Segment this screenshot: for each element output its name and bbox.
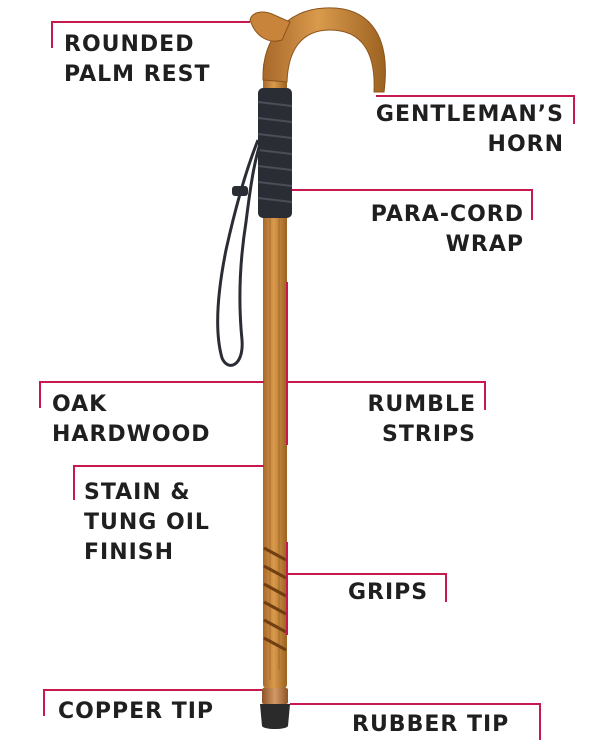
label-rounded-palm-rest: ROUNDED PALM REST (64, 30, 211, 90)
strap-toggle (232, 186, 248, 196)
leader-para-cord-wrap (292, 189, 533, 220)
leader-rumble-strips-h (287, 381, 486, 410)
cord-bands (257, 101, 293, 203)
leader-lines (39, 21, 575, 740)
label-oak-hardwood: OAK HARDWOOD (52, 390, 211, 450)
label-line: STRIPS (382, 422, 476, 447)
leader-rounded-palm-rest (51, 21, 250, 48)
label-para-cord-wrap: PARA-CORD WRAP (371, 200, 524, 260)
label-line: PALM REST (64, 62, 211, 87)
leader-grips-h (287, 573, 447, 602)
label-line: HORN (487, 132, 564, 157)
label-line: PARA-CORD (370, 202, 524, 227)
label-rumble-strips: RUMBLE STRIPS (367, 390, 476, 450)
label-line: FINISH (84, 540, 175, 565)
carved-grips (263, 546, 287, 652)
label-line: RUBBER TIP (352, 712, 510, 737)
palm-rest-knob (249, 11, 291, 42)
label-copper-tip: COPPER TIP (58, 697, 214, 727)
label-grips: GRIPS (348, 578, 428, 608)
copper-tip (262, 688, 288, 704)
label-stain-tung-oil: STAIN & TUNG OIL FINISH (84, 478, 210, 568)
leader-copper-tip (43, 689, 262, 716)
label-line: HARDWOOD (52, 422, 211, 447)
label-line: TUNG OIL (84, 510, 210, 535)
label-line: OAK (52, 392, 108, 417)
label-line: WRAP (445, 232, 524, 257)
label-rubber-tip: RUBBER TIP (352, 710, 509, 740)
horn-handle (262, 7, 386, 93)
leader-oak-hardwood (39, 381, 264, 408)
leader-stain-tung-oil (73, 465, 264, 500)
label-line: RUMBLE (367, 392, 476, 417)
label-line: GENTLEMAN’S (375, 102, 564, 127)
rubber-tip (260, 704, 290, 729)
label-line: GRIPS (348, 580, 429, 605)
leader-gentlemans-horn (376, 95, 575, 124)
label-line: ROUNDED (64, 32, 195, 57)
leader-rubber-tip (290, 703, 541, 740)
label-gentlemans-horn: GENTLEMAN’S HORN (376, 100, 564, 160)
label-line: COPPER TIP (58, 699, 215, 724)
label-line: STAIN & (84, 480, 191, 505)
wrist-strap (216, 137, 264, 367)
